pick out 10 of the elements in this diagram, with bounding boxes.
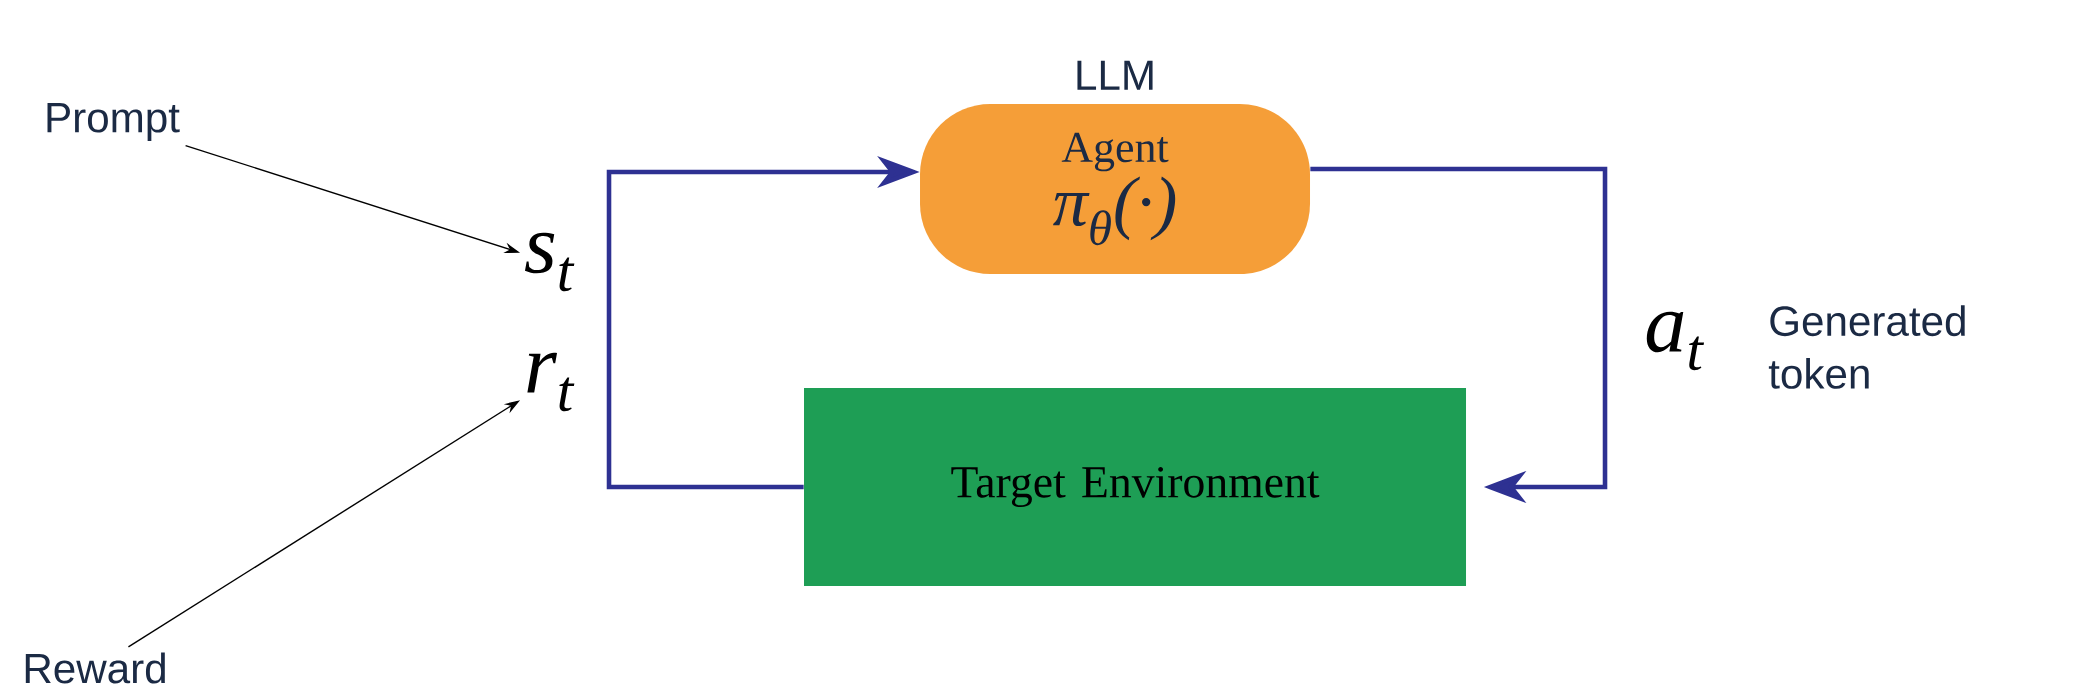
environment-box: Target Environment xyxy=(804,388,1466,586)
heading-label: LLM xyxy=(1077,60,1153,90)
text-label: Prompt xyxy=(47,103,180,141)
text-label: Generated token xyxy=(1768,305,1965,389)
arrow xyxy=(1310,166,1608,504)
text-label: Reward xyxy=(25,652,165,684)
variable-label: r$_{t}$ xyxy=(527,352,575,412)
agent-box: Agent π$_{θ}$(·) xyxy=(920,104,1310,274)
edge-label: a$_{t}$ xyxy=(1640,308,1708,374)
variable-label: s$_{t}$ xyxy=(525,232,575,292)
